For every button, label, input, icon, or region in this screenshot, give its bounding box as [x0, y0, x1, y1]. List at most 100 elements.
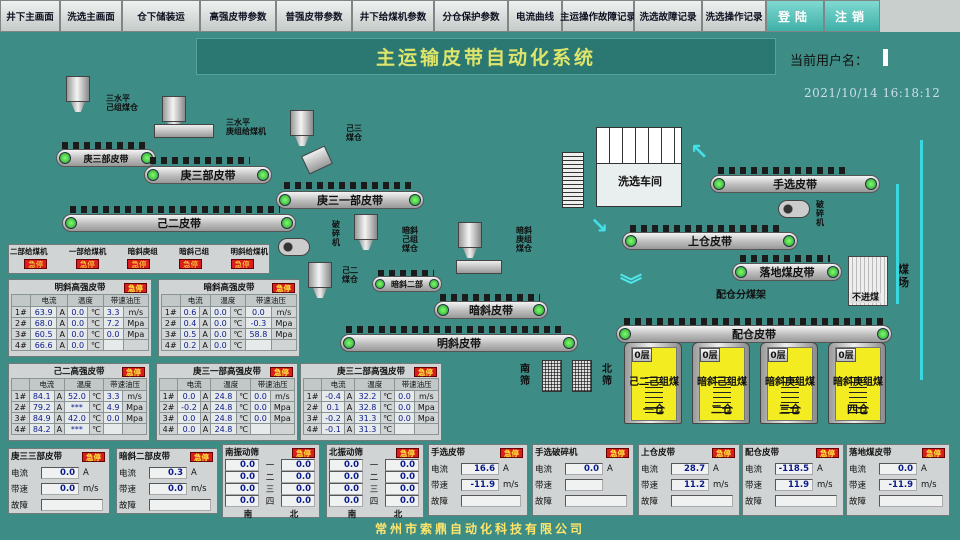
table-cell: 0.0 — [244, 306, 272, 318]
table-cell: 4# — [11, 423, 30, 435]
silo-number: 三仓 — [779, 403, 801, 416]
table-cell: 0.0 — [67, 328, 89, 340]
nav-tab-7[interactable]: 电流曲线 — [508, 0, 562, 32]
nav-tab-0[interactable]: 井下主画面 — [0, 0, 60, 32]
belt-shangcang[interactable]: 上仓皮带 — [622, 232, 798, 250]
col-header: 温度 — [354, 378, 396, 391]
table-cell: 0.0 — [210, 328, 231, 340]
belt-shouxuan[interactable]: 手选皮带 — [710, 175, 880, 193]
screen-index: 一 — [265, 461, 275, 471]
table-cell: 0.0 — [394, 412, 415, 424]
table-cell: 3# — [302, 412, 323, 424]
panel-title: 北振动筛急停 — [329, 447, 421, 459]
stop-button[interactable]: 急停 — [122, 367, 145, 377]
nav-tab-10[interactable]: 洗选操作记录 — [702, 0, 766, 32]
screen-value: 0.0 — [281, 471, 315, 483]
table-cell: 0.0 — [250, 390, 271, 402]
screen-value: 0.0 — [385, 495, 419, 507]
current-user-field[interactable] — [883, 49, 888, 66]
feeder-stop-button[interactable]: 急停 — [24, 259, 48, 269]
stop-button[interactable]: 急停 — [270, 367, 293, 377]
login-button[interactable]: 登陆 — [766, 0, 824, 32]
fault-value — [775, 494, 837, 507]
stop-button[interactable]: 急停 — [712, 448, 735, 458]
table-cell: 3# — [161, 328, 181, 340]
table-cell: ℃ — [235, 401, 252, 413]
nav-tab-4[interactable]: 普强皮带参数 — [276, 0, 352, 32]
feeder-stop-button[interactable]: 急停 — [127, 259, 151, 269]
table-cell: 84.2 — [28, 423, 55, 435]
table-cell: 4# — [302, 423, 323, 435]
nav-tab-1[interactable]: 洗选主画面 — [60, 0, 122, 32]
belt-geng3-3[interactable]: 庚三部皮带 — [56, 149, 156, 167]
north-screen-label: 北 筛 — [602, 364, 612, 387]
stop-button[interactable]: 急停 — [396, 448, 419, 458]
status-label: 故障 — [535, 496, 553, 507]
logout-button[interactable]: 注销 — [824, 0, 880, 32]
feeder-panel: 二部给煤机一部给煤机暗斜庚组暗斜己组明斜给煤机 急停急停急停急停急停 — [8, 244, 270, 274]
status-unit: A — [713, 463, 719, 474]
table-cell: 0.0 — [394, 390, 415, 402]
table-cell: 1# — [11, 390, 30, 402]
silo-level: 0层 — [836, 348, 856, 362]
belt-luodimei[interactable]: 落地煤皮带 — [732, 263, 842, 281]
nav-tab-5[interactable]: 井下给煤机参数 — [352, 0, 434, 32]
stop-button[interactable]: 急停 — [292, 448, 315, 458]
feeder-stop-button[interactable]: 急停 — [75, 259, 99, 269]
belt-mingxie[interactable]: 明斜皮带 — [340, 334, 578, 352]
stop-button[interactable]: 急停 — [500, 448, 523, 458]
col-header: 温度 — [63, 378, 105, 391]
nav-tab-2[interactable]: 仓下储装运 — [122, 0, 200, 32]
stop-button[interactable]: 急停 — [606, 448, 629, 458]
table-cell: -0.2 — [177, 401, 201, 413]
status-value: 11.2 — [671, 478, 709, 491]
belt-anxie-2[interactable]: 暗斜二部 — [372, 276, 442, 292]
stop-button[interactable]: 急停 — [82, 452, 105, 462]
feeder-name: 暗斜庚组 — [127, 247, 158, 256]
fault-value — [461, 494, 521, 507]
feeder-stop-button[interactable]: 急停 — [179, 259, 203, 269]
stop-button[interactable]: 急停 — [124, 283, 147, 293]
nav-tab-9[interactable]: 洗选故障记录 — [634, 0, 702, 32]
panel-title: 暗斜高强皮带急停 — [161, 282, 297, 294]
feeder-stop-button[interactable]: 急停 — [230, 259, 254, 269]
table-cell: ℃ — [379, 390, 396, 402]
table-cell: A — [199, 339, 211, 351]
table-cell: A — [56, 306, 69, 318]
screen-value: 0.0 — [225, 495, 259, 507]
belt-peicang[interactable]: 配仓皮带 — [616, 325, 892, 343]
stop-button[interactable]: 急停 — [414, 367, 437, 377]
nav-tab-6[interactable]: 分仓保护参数 — [434, 0, 508, 32]
status-value — [565, 478, 603, 491]
feeder-name: 暗斜己组 — [179, 247, 210, 256]
stop-button[interactable]: 急停 — [816, 448, 839, 458]
belt-geng3-2[interactable]: 庚三部皮带 — [144, 166, 272, 184]
table-cell — [102, 339, 124, 351]
stop-button[interactable]: 急停 — [922, 448, 945, 458]
belt-geng3-1[interactable]: 庚三一部皮带 — [276, 191, 424, 209]
stop-button[interactable]: 急停 — [190, 452, 213, 462]
nav-tab-3[interactable]: 高强皮带参数 — [200, 0, 276, 32]
status-label: 带速 — [431, 480, 449, 491]
ladder-icon — [781, 373, 799, 417]
belt-ji2[interactable]: 己二皮带 — [62, 214, 296, 232]
belt-anxie[interactable]: 暗斜皮带 — [434, 301, 548, 319]
panel-title-text: 明斜高强皮带 — [54, 283, 106, 293]
table-cell: 60.5 — [29, 328, 58, 340]
stop-button[interactable]: 急停 — [272, 283, 295, 293]
nav-tab-8[interactable]: 主运操作故障记录 — [560, 0, 636, 32]
table-cell — [244, 339, 272, 351]
table-cell: 1# — [302, 390, 323, 402]
col-header: 温度 — [67, 294, 104, 307]
